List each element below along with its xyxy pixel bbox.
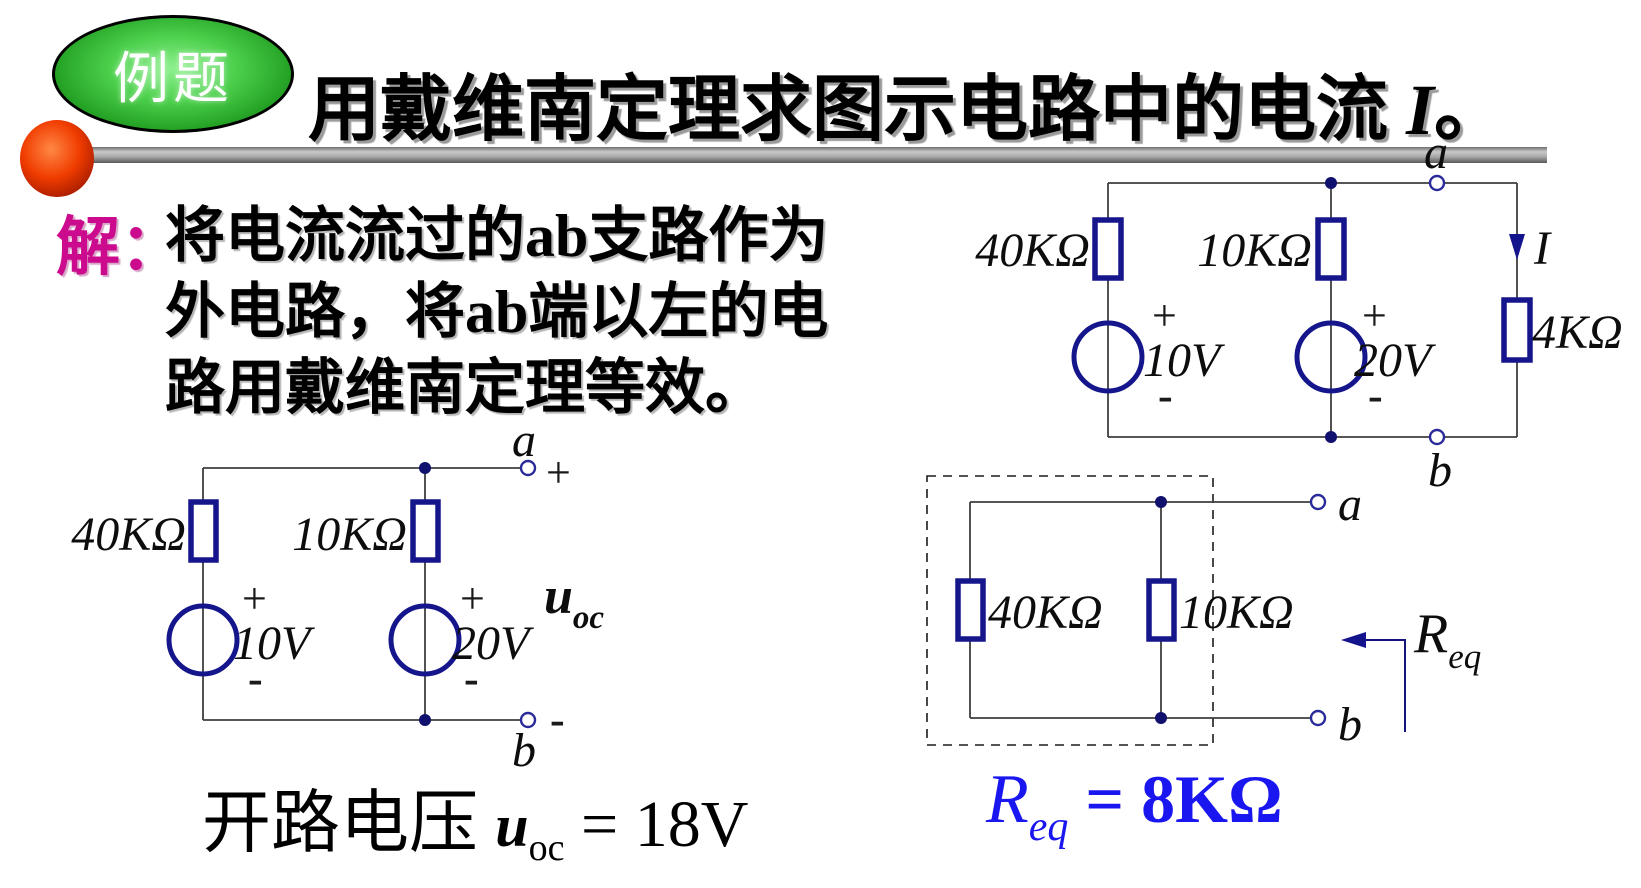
resistor-40k (188, 499, 219, 563)
resistor-40k (1092, 217, 1124, 281)
source-10v-label: 10V (1143, 334, 1225, 387)
junction-dot (1325, 177, 1337, 189)
circuit-open-wires (202, 467, 528, 721)
req-subscript: eq (1448, 637, 1481, 676)
junction-dot (1155, 712, 1167, 724)
node-b-label: b (512, 724, 536, 777)
uoc-label: uoc (544, 568, 604, 636)
resistor-10k (1146, 578, 1177, 642)
minus-sign: - (1368, 371, 1383, 420)
minus-sign: - (464, 654, 479, 703)
thevenin-dashed-box (926, 475, 1214, 746)
node-b-label: b (1428, 444, 1452, 497)
minus-sign: - (248, 654, 263, 703)
uoc-var: u (544, 568, 573, 625)
source-20v-label: 20V (452, 617, 534, 670)
resistor-4k-label: 4KΩ (1532, 306, 1623, 359)
circuit-full-wires (1107, 182, 1518, 438)
circuit-full: 40KΩ 10KΩ + 10V - + 20V - a b I 4KΩ (975, 126, 1622, 497)
example-badge: 例题 (52, 15, 294, 133)
req-result-subscript: eq (1028, 804, 1069, 850)
terminal-b (1309, 709, 1327, 727)
circuit-req: 40KΩ 10KΩ a b Req (926, 475, 1481, 751)
node-a-label: a (1424, 126, 1448, 179)
title-text: 用戴维南定理求图示电路中的电流 (308, 70, 1407, 150)
terminal-a (1428, 174, 1446, 192)
resistor-10k-label: 10KΩ (1179, 586, 1294, 639)
resistor-40k-label: 40KΩ (975, 224, 1090, 277)
node-b-label: b (1338, 698, 1362, 751)
junction-dot (419, 462, 431, 474)
title-current-symbol: I (1406, 70, 1435, 150)
junction-dot (1325, 431, 1337, 443)
solution-line-2: 外电路，将ab端以左的电 (165, 279, 829, 345)
plus-sign: + (1362, 291, 1387, 340)
solution-line-1: 将电流流过的ab支路作为 (165, 203, 829, 269)
resistor-40k-label: 40KΩ (988, 586, 1103, 639)
terminal-a (1309, 493, 1327, 511)
uoc-result-value: = 18V (564, 788, 749, 861)
uoc-result-subscript: oc (528, 827, 565, 869)
solution-prefix: 解： (56, 212, 184, 283)
solution-paragraph: 将电流流过的ab支路作为 外电路，将ab端以左的电 路用戴维南定理等效。 (165, 198, 828, 426)
circuit-open-voltage: 40KΩ 10KΩ + 10V - + 20V - a + b - uoc (71, 414, 604, 777)
voltage-source-10v (1071, 320, 1145, 394)
plus-sign: + (1152, 291, 1177, 340)
terminal-b (519, 711, 537, 729)
uoc-result-var: u (495, 793, 529, 859)
source-10v-label: 10V (233, 617, 315, 670)
voltage-source-20v (1294, 320, 1368, 394)
resistor-40k-label: 40KΩ (71, 508, 186, 561)
resistor-10k-label: 10KΩ (292, 508, 407, 561)
req-label: Req (1413, 603, 1481, 676)
current-arrow-icon (1509, 234, 1525, 260)
req-result-value: = 8KΩ (1068, 761, 1283, 837)
terminal-a (519, 459, 537, 477)
uoc-subscript: oc (573, 600, 605, 636)
example-badge-label: 例题 (113, 48, 233, 111)
junction-dot (419, 714, 431, 726)
resistor-40k (955, 578, 986, 642)
header-rule-bar (82, 147, 1547, 163)
voltage-source-10v (166, 603, 240, 677)
node-a-label: a (1338, 478, 1362, 531)
solution-line-3: 路用戴维南定理等效。 (165, 355, 765, 421)
resistor-10k (410, 499, 441, 563)
current-i-label: I (1533, 222, 1552, 275)
terminal-plus-sign: + (546, 448, 571, 497)
resistor-4k-load (1501, 297, 1533, 363)
req-var: R (1413, 603, 1448, 665)
plus-sign: + (242, 574, 267, 623)
req-result-formula: Req = 8KΩ (986, 760, 1283, 851)
source-20v-label: 20V (1354, 334, 1436, 387)
resistor-10k-label: 10KΩ (1197, 224, 1312, 277)
terminal-minus-sign: - (550, 695, 565, 744)
node-a-label: a (512, 414, 536, 467)
plus-sign: + (460, 574, 485, 623)
red-ball-decoration (20, 120, 94, 197)
page-title: 用戴维南定理求图示电路中的电流 I。 (308, 50, 1506, 155)
uoc-result-prefix: 开路电压 (202, 785, 496, 861)
terminal-b (1428, 428, 1446, 446)
voltage-source-20v (388, 603, 462, 677)
uoc-result-formula: 开路电压 uoc = 18V (202, 766, 748, 870)
req-result-var: R (986, 761, 1029, 838)
minus-sign: - (1158, 371, 1173, 420)
junction-dot (1155, 496, 1167, 508)
req-pointer-line (1360, 639, 1406, 732)
title-period: 。 (1434, 70, 1507, 150)
req-arrow-icon (1341, 632, 1366, 648)
resistor-10k (1315, 217, 1347, 281)
